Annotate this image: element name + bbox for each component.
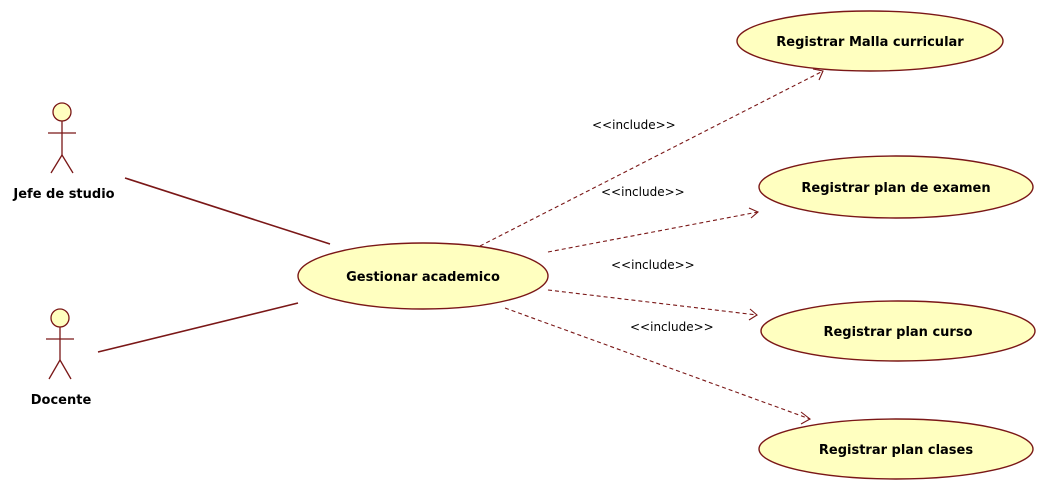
actor-docente-icon [46, 308, 74, 380]
use-case-gestionar-academico: Gestionar academico [297, 242, 549, 310]
association-docente-gestionar [97, 302, 299, 353]
use-case-label-malla: Registrar Malla curricular [776, 35, 964, 50]
actor-head [50, 308, 70, 328]
include-gestionar-examen [547, 207, 760, 253]
use-case-label-gestionar: Gestionar academico [346, 270, 500, 285]
association-jefe-gestionar [124, 177, 331, 245]
actor-head [52, 102, 72, 122]
actor-label-docente: Docente [31, 393, 92, 408]
include-label-examen: <<include>> [601, 185, 685, 199]
actor-label-jefe: Jefe de studio [12, 187, 114, 202]
use-case-label-curso: Registrar plan curso [823, 325, 972, 340]
include-gestionar-clases [504, 307, 811, 425]
use-case-registrar-plan-clases: Registrar plan clases [758, 418, 1034, 480]
use-case-registrar-malla-curricular: Registrar Malla curricular [736, 10, 1004, 72]
include-label-malla: <<include>> [592, 118, 676, 132]
use-case-registrar-plan-de-examen: Registrar plan de examen [758, 155, 1034, 219]
include-label-clases: <<include>> [630, 320, 714, 334]
use-case-label-clases: Registrar plan clases [819, 443, 973, 458]
use-case-registrar-plan-curso: Registrar plan curso [760, 300, 1036, 362]
include-label-curso: <<include>> [611, 258, 695, 272]
actor-jefe-de-studio-icon [48, 102, 76, 174]
include-gestionar-malla [479, 68, 824, 247]
use-case-label-examen: Registrar plan de examen [801, 181, 990, 196]
include-gestionar-curso [547, 289, 758, 321]
